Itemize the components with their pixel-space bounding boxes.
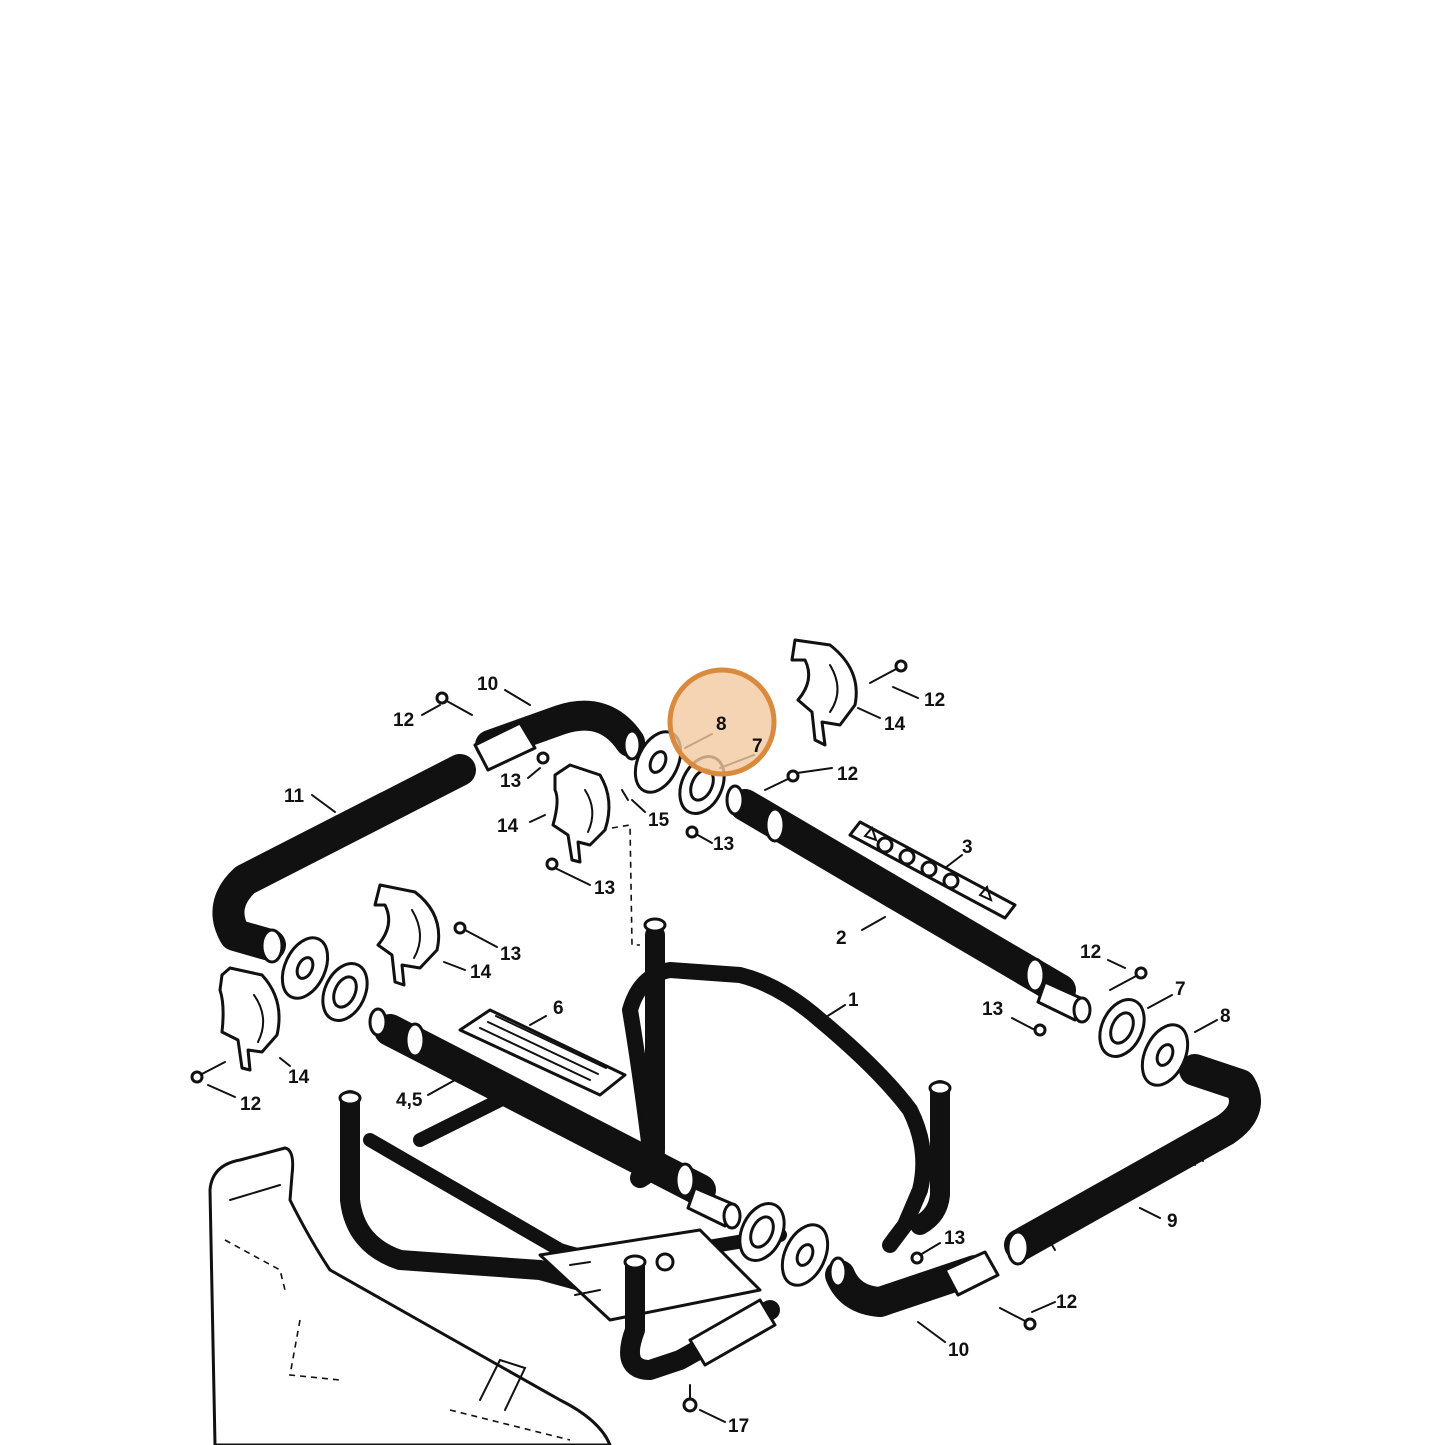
label-17: 17 (728, 1416, 749, 1437)
label-14-bottom-left: 14 (288, 1067, 310, 1088)
part-11-left-tube (212, 754, 476, 964)
part-4-5-tube (368, 1007, 742, 1230)
part-9-right-tube (1004, 1054, 1261, 1266)
label-4-5: 4,5 (396, 1090, 423, 1111)
label-6: 6 (553, 998, 564, 1019)
label-12-right: 12 (1080, 942, 1101, 963)
label-12-top-right: 12 (924, 690, 945, 711)
part-10-upper-tube (473, 700, 645, 772)
label-15: 15 (648, 810, 670, 831)
label-10-top: 10 (477, 674, 498, 695)
label-12-top-left: 12 (393, 710, 414, 731)
part-2-tube (725, 784, 1092, 1024)
clamps (218, 638, 858, 1072)
part-10-lower-tube (825, 1250, 1000, 1317)
label-12-mid: 12 (837, 764, 858, 785)
label-13-a: 13 (500, 771, 521, 792)
label-13-d: 13 (500, 944, 521, 965)
grass-bag (208, 1146, 612, 1445)
label-9: 9 (1167, 1211, 1178, 1232)
label-12-bottom: 12 (1056, 1292, 1077, 1313)
callout-labels: 10 12 12 14 8 7 12 11 13 14 15 13 3 13 2… (240, 674, 1231, 1437)
label-14-mid: 14 (497, 816, 519, 837)
label-8-right: 8 (1220, 1006, 1231, 1027)
label-3: 3 (962, 837, 973, 858)
label-8-top: 8 (716, 714, 727, 735)
label-14-top-right: 14 (884, 714, 906, 735)
label-13-c: 13 (594, 878, 615, 899)
handle-frame (338, 917, 952, 1380)
label-13-b: 13 (713, 834, 734, 855)
part-3-warning-label (848, 820, 1017, 920)
label-12-left: 12 (240, 1094, 261, 1115)
label-13-f: 13 (944, 1228, 965, 1249)
label-14-left: 14 (470, 962, 492, 983)
label-2: 2 (836, 928, 847, 949)
part-6-label (458, 1008, 627, 1097)
screws-and-nuts (190, 659, 1148, 1413)
label-13-e: 13 (982, 999, 1003, 1020)
highlight-circle (667, 667, 777, 777)
label-7-top: 7 (752, 736, 763, 757)
label-10-bottom: 10 (948, 1340, 969, 1361)
label-7-right: 7 (1175, 979, 1186, 1000)
label-1: 1 (848, 990, 859, 1011)
label-11: 11 (284, 786, 305, 807)
